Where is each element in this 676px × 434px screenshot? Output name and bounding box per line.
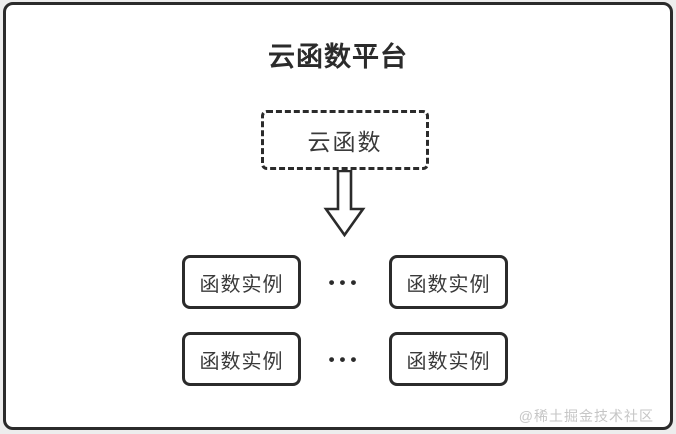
function-instance-label: 函数实例 [406, 350, 491, 373]
ellipsis-row-1: ••• [328, 273, 362, 292]
down-arrow-icon [323, 170, 366, 238]
function-instance-label: 函数实例 [199, 350, 284, 373]
platform-container: 云函数平台 云函数 函数实例 ••• 函数实例 函数实例 ••• 函数实例 @稀… [3, 2, 673, 430]
function-instance-node: 函数实例 [389, 255, 508, 309]
function-instance-node: 函数实例 [389, 332, 508, 386]
function-instance-node: 函数实例 [182, 255, 301, 309]
function-instance-node: 函数实例 [182, 332, 301, 386]
function-instance-label: 函数实例 [406, 273, 491, 296]
page-title: 云函数平台 [268, 42, 408, 72]
watermark: @稀土掘金技术社区 [518, 408, 654, 424]
ellipsis-row-2: ••• [328, 350, 362, 369]
cloud-function-label: 云函数 [307, 129, 383, 155]
function-instance-label: 函数实例 [199, 273, 284, 296]
cloud-function-node: 云函数 [261, 110, 429, 170]
